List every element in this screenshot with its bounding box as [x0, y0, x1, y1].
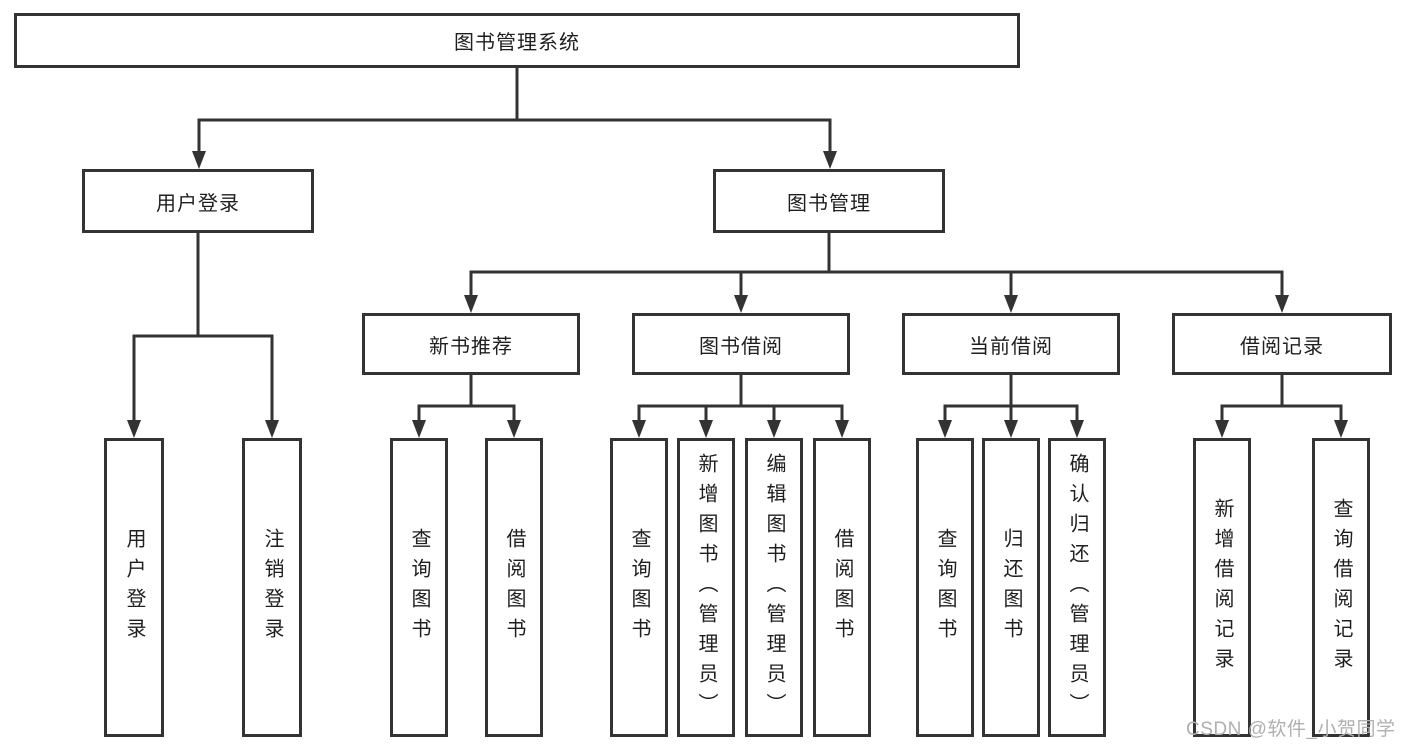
leaf-borrow-book: 借阅图书: [813, 438, 871, 737]
leaf-return-book: 归还图书: [982, 438, 1040, 737]
leaf-add-book-admin: 新增图书（管理员）: [677, 438, 735, 737]
node-new-book-recommend: 新书推荐: [362, 313, 580, 375]
leaf-recommend-query-book: 查询图书: [390, 438, 448, 737]
csdn-watermark: CSDN @软件_小贺同学: [1186, 719, 1396, 740]
node-user-login-branch: 用户登录: [82, 169, 314, 233]
leaf-add-borrow-record: 新增借阅记录: [1193, 438, 1251, 737]
leaf-query-borrow-record: 查询借阅记录: [1312, 438, 1370, 737]
node-root-system: 图书管理系统: [14, 13, 1020, 68]
leaf-logout: 注销登录: [242, 438, 302, 737]
node-current-borrow: 当前借阅: [902, 313, 1120, 375]
arrowhead-icons: [127, 151, 1348, 438]
leaf-current-query-book: 查询图书: [916, 438, 974, 737]
leaf-user-login: 用户登录: [104, 438, 164, 737]
leaf-borrow-query-book: 查询图书: [610, 438, 668, 737]
node-borrow-records: 借阅记录: [1172, 313, 1392, 375]
leaf-recommend-borrow-book: 借阅图书: [485, 438, 543, 737]
node-book-borrow: 图书借阅: [632, 313, 850, 375]
node-book-management-branch: 图书管理: [713, 169, 945, 233]
leaf-edit-book-admin: 编辑图书（管理员）: [745, 438, 803, 737]
leaf-confirm-return-admin: 确认归还（管理员）: [1048, 438, 1106, 737]
